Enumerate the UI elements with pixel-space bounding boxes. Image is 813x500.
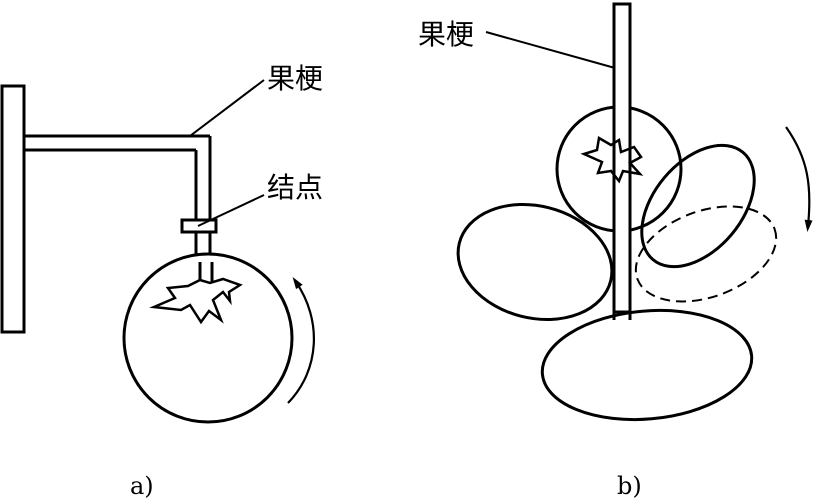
stem-leader-b: [485, 31, 616, 69]
diagram-a: [0, 79, 315, 424]
wall-support: [0, 84, 26, 334]
leaf-bottom: [540, 308, 754, 422]
diagram-b: [456, 2, 813, 422]
stem-leader-a: [189, 79, 265, 137]
calyx-a: [149, 277, 243, 325]
leaf-left: [456, 202, 614, 322]
rotation-arrow-a: [287, 277, 315, 404]
caption-a: a): [130, 472, 154, 500]
horizontal-branch: [24, 134, 210, 152]
caption-b: b): [617, 472, 642, 500]
node-label-a: 结点: [267, 171, 323, 204]
fruit-swung-position: [640, 143, 756, 269]
stem-label-a: 果梗: [267, 62, 323, 95]
fruit-dashed-position: [634, 205, 778, 303]
node-leader-a: [197, 194, 265, 227]
stem-label-b: 果梗: [418, 18, 474, 51]
fruit-a: [122, 252, 294, 424]
stem-overlay-b: [612, 120, 632, 320]
rotation-arrow-b: [785, 126, 813, 232]
